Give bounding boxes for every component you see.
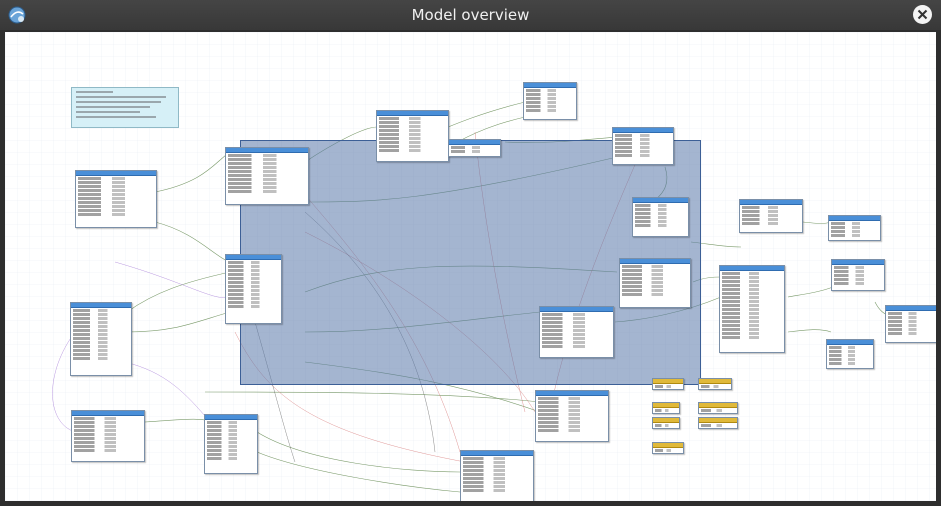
table-box[interactable] — [619, 258, 691, 308]
table-box[interactable] — [225, 147, 309, 205]
sample-database-note[interactable] — [71, 87, 179, 128]
table-box[interactable] — [204, 414, 258, 474]
table-box[interactable] — [719, 265, 785, 353]
window-title: Model overview — [411, 6, 530, 24]
model-canvas[interactable] — [5, 32, 936, 501]
view-box[interactable] — [652, 378, 684, 390]
table-box[interactable] — [632, 197, 689, 237]
table-box[interactable] — [885, 305, 936, 343]
view-box[interactable] — [652, 402, 680, 414]
table-box[interactable] — [75, 170, 157, 228]
table-box[interactable] — [828, 215, 881, 241]
table-box[interactable] — [612, 127, 674, 165]
table-box[interactable] — [831, 259, 885, 291]
view-box[interactable] — [652, 417, 680, 429]
close-button[interactable] — [913, 5, 932, 24]
title-bar: Model overview — [0, 0, 941, 30]
table-box[interactable] — [826, 339, 874, 369]
table-box[interactable] — [376, 110, 449, 162]
close-icon — [917, 9, 928, 20]
table-box[interactable] — [70, 302, 132, 376]
table-box[interactable] — [225, 254, 282, 324]
table-box[interactable] — [71, 410, 145, 462]
view-box[interactable] — [698, 417, 738, 429]
view-box[interactable] — [652, 442, 684, 454]
mysql-workbench-icon — [8, 6, 26, 24]
table-box[interactable] — [535, 390, 609, 442]
table-box[interactable] — [448, 139, 501, 157]
view-box[interactable] — [698, 378, 732, 390]
table-box[interactable] — [539, 306, 614, 358]
table-box[interactable] — [460, 450, 534, 501]
view-box[interactable] — [698, 402, 738, 414]
table-box[interactable] — [739, 199, 803, 233]
table-box[interactable] — [523, 82, 577, 120]
